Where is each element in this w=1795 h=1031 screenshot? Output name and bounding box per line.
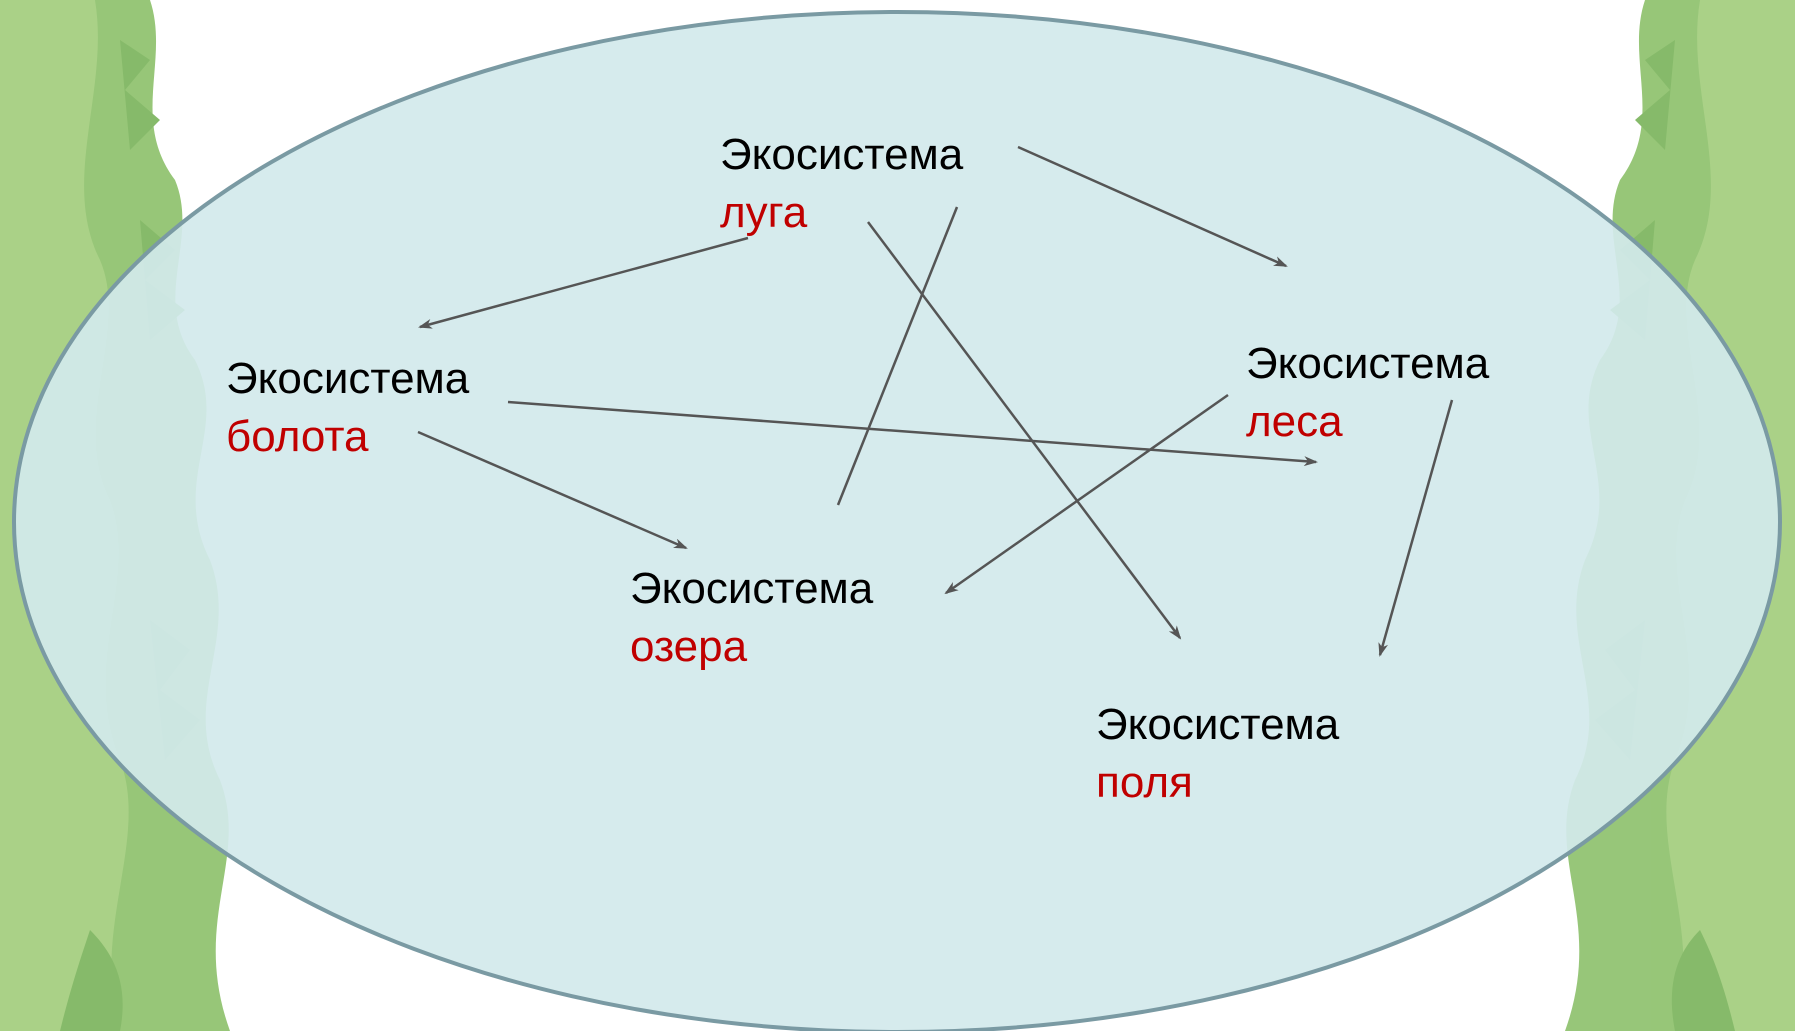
node-type: луга [720, 188, 808, 237]
arrow-luga-to-pole [867, 221, 1182, 640]
node-title: Экосистема [1096, 700, 1340, 749]
node-ecosystem-les: Экосистема леса [1246, 335, 1489, 451]
node-title: Экосистема [226, 354, 470, 403]
node-type: озера [630, 622, 748, 671]
node-title: Экосистема [720, 130, 964, 179]
line-ozero-to-luga [836, 206, 959, 506]
node-type: леса [1246, 397, 1343, 446]
node-ecosystem-ozero: Экосистема озера [630, 560, 873, 676]
arrow-luga-to-boloto [418, 236, 749, 329]
node-title: Экосистема [1246, 339, 1490, 388]
node-type: поля [1096, 758, 1193, 807]
arrow-luga-to-les [1017, 145, 1288, 268]
node-ecosystem-luga: Экосистема луга [720, 126, 963, 242]
arrow-les-to-ozero [944, 393, 1229, 595]
ecosystem-ellipse [12, 10, 1782, 1031]
arrow-boloto-to-les [507, 400, 1318, 467]
node-ecosystem-pole: Экосистема поля [1096, 696, 1339, 812]
arrow-boloto-to-ozero [417, 430, 688, 550]
node-title: Экосистема [630, 564, 874, 613]
node-type: болота [226, 412, 369, 461]
node-ecosystem-boloto: Экосистема болота [226, 350, 469, 466]
arrow-les-to-pole [1378, 399, 1454, 657]
